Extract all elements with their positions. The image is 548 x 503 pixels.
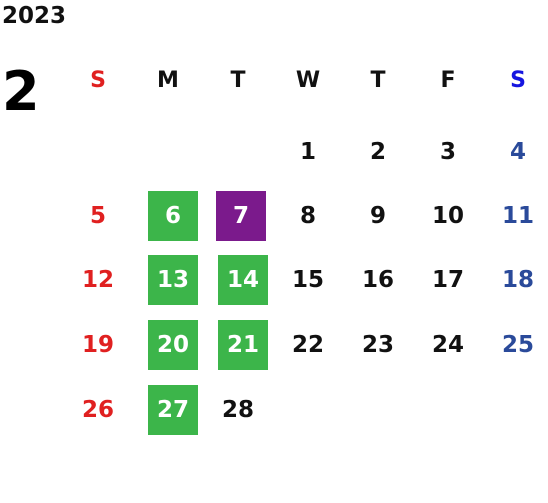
calendar-day[interactable]: 7 bbox=[216, 191, 266, 241]
calendar-day[interactable]: 14 bbox=[218, 255, 268, 305]
calendar-day[interactable]: 22 bbox=[291, 332, 324, 358]
calendar-day[interactable]: 3 bbox=[439, 139, 456, 165]
calendar-day[interactable]: 28 bbox=[221, 397, 254, 423]
calendar-day[interactable]: 13 bbox=[148, 255, 198, 305]
year-label: 2023 bbox=[2, 3, 67, 29]
calendar-day[interactable]: 8 bbox=[299, 203, 316, 229]
calendar-day[interactable]: 21 bbox=[218, 320, 268, 370]
calendar-day[interactable]: 11 bbox=[501, 203, 534, 229]
calendar-day[interactable]: 19 bbox=[81, 332, 114, 358]
calendar-day[interactable]: 27 bbox=[148, 385, 198, 435]
calendar-day[interactable]: 10 bbox=[431, 203, 464, 229]
calendar-day[interactable]: 15 bbox=[291, 267, 324, 293]
calendar-day[interactable]: 23 bbox=[361, 332, 394, 358]
calendar-day[interactable]: 9 bbox=[369, 203, 386, 229]
calendar-day[interactable]: 20 bbox=[148, 320, 198, 370]
calendar-day[interactable]: 5 bbox=[89, 203, 106, 229]
calendar-day[interactable]: 2 bbox=[369, 139, 386, 165]
weekday-header: F bbox=[440, 67, 456, 93]
calendar-day[interactable]: 12 bbox=[81, 267, 114, 293]
calendar-day[interactable]: 16 bbox=[361, 267, 394, 293]
weekday-header: S bbox=[510, 67, 526, 93]
weekday-header: M bbox=[157, 67, 179, 93]
calendar-day[interactable]: 26 bbox=[81, 397, 114, 423]
weekday-header: T bbox=[230, 67, 246, 93]
weekday-header: S bbox=[90, 67, 106, 93]
calendar-day[interactable]: 4 bbox=[509, 139, 526, 165]
calendar-day[interactable]: 24 bbox=[431, 332, 464, 358]
calendar-day[interactable]: 17 bbox=[431, 267, 464, 293]
weekday-header: W bbox=[295, 67, 321, 93]
weekday-header: T bbox=[370, 67, 386, 93]
calendar-day[interactable]: 25 bbox=[501, 332, 534, 358]
calendar-day[interactable]: 18 bbox=[501, 267, 534, 293]
calendar-day[interactable]: 6 bbox=[148, 191, 198, 241]
calendar-day[interactable]: 1 bbox=[299, 139, 316, 165]
month-label: 2 bbox=[2, 60, 40, 123]
